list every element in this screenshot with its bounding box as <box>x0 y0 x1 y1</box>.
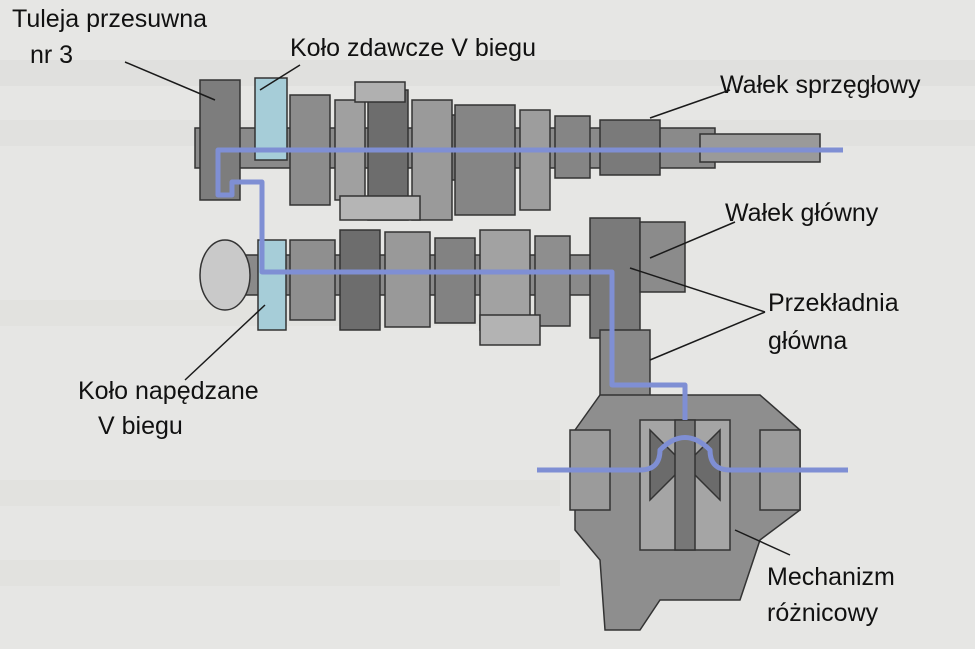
label-final-drive-line1: Przekładnia <box>768 289 899 317</box>
label-fifth-gear-driven-line1: Koło napędzane <box>78 377 259 405</box>
leader-przekladnia-b <box>649 311 766 361</box>
leader-kolo-napedzane <box>184 304 266 381</box>
label-input-shaft: Wałek sprzęgłowy <box>720 71 921 99</box>
label-fifth-gear-drive-wheel: Koło zdawcze V biegu <box>290 34 536 62</box>
label-sliding-sleeve-number: nr 3 <box>30 41 74 69</box>
label-main-shaft: Wałek główny <box>725 199 879 227</box>
label-differential-line1: Mechanizm <box>767 563 895 591</box>
leader-kolo-zdawcze <box>259 64 301 91</box>
upper-gear-cluster <box>199 77 551 221</box>
final-drive <box>589 217 686 401</box>
label-sliding-sleeve: Tuleja przesuwna <box>12 5 208 33</box>
leader-lines <box>124 61 791 556</box>
leader-przekladnia-a <box>629 267 766 313</box>
label-final-drive-line2: główna <box>768 327 848 355</box>
leader-mechanizm <box>734 529 791 556</box>
label-fifth-gear-driven-line2: V biegu <box>98 412 183 440</box>
leader-walek-sprzeglowy <box>649 89 731 119</box>
differential-housing <box>569 394 801 631</box>
main-shaft <box>199 229 606 346</box>
leader-walek-glowny <box>649 221 736 259</box>
leader-tuleja <box>124 61 216 101</box>
power-flow-path <box>215 147 848 473</box>
label-differential-line2: różnicowy <box>767 599 879 627</box>
fifth-gear-drive-wheel <box>254 77 288 161</box>
